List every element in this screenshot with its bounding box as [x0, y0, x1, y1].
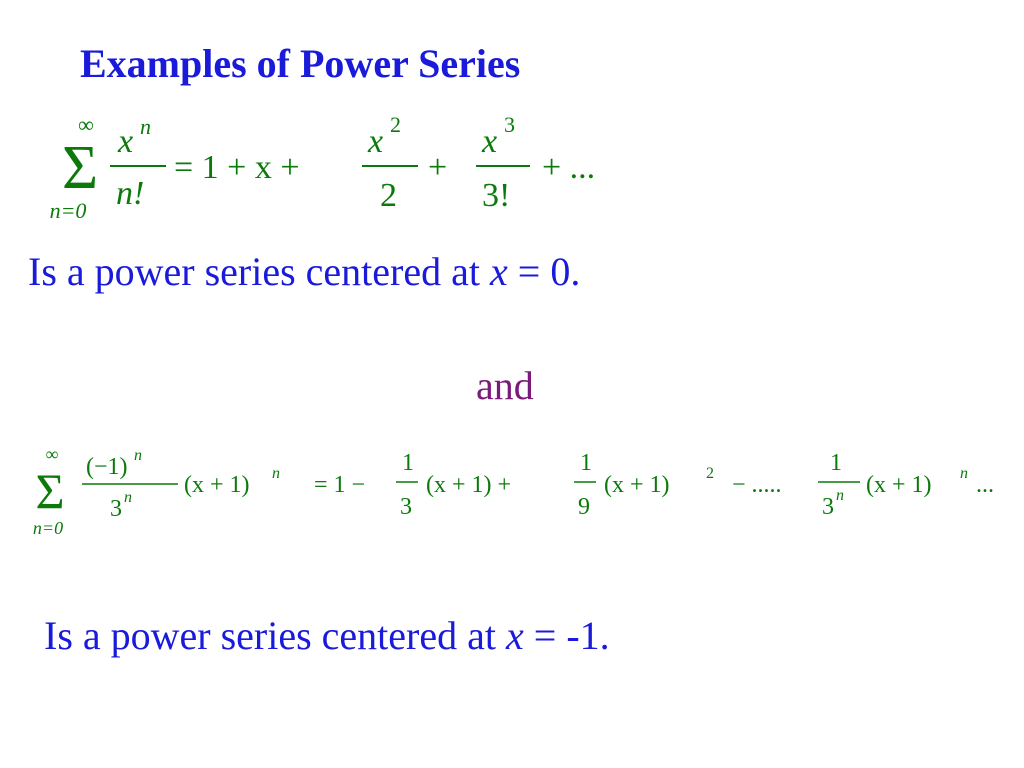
caption1-variable: x — [490, 249, 508, 294]
caption2-prefix: Is a power series centered at — [44, 613, 506, 658]
power-series-equation-1: ∞ Σ n=0 x n n! = 1 + x + x 2 2 + x 3 3! … — [30, 110, 630, 230]
coef-denominator: 3 — [110, 496, 122, 522]
caption-centered-at-zero: Is a power series centered at x = 0. — [28, 252, 580, 292]
factor2: (x + 1) + — [426, 472, 511, 498]
f1-denominator: 3 — [400, 494, 412, 520]
caption2-suffix: = -1. — [523, 613, 610, 658]
factor4: (x + 1) — [866, 472, 932, 498]
factor4-exponent: n — [960, 465, 968, 482]
caption1-prefix: Is a power series centered at — [28, 249, 490, 294]
sum-lower-limit: n=0 — [50, 198, 87, 223]
f1-numerator: 1 — [402, 450, 414, 476]
coef-fraction: (−1) n 3 n — [82, 447, 178, 522]
fraction-x2-over-2: x 2 2 — [362, 112, 418, 214]
fraction-x3-over-3fact: x 3 3! — [476, 112, 530, 214]
f3-denominator: 3 — [822, 494, 834, 520]
series1-tail: + ... — [542, 149, 595, 186]
caption-centered-at-minus-one: Is a power series centered at x = -1. — [44, 616, 610, 656]
sum2-lower-limit: n=0 — [33, 518, 63, 538]
dots: − ..... — [732, 472, 782, 498]
fraction-one-ninth: 1 9 — [574, 450, 596, 520]
sum-upper-limit: ∞ — [78, 112, 94, 137]
frac3-numerator-exponent: 3 — [504, 112, 515, 137]
factor1: (x + 1) — [184, 472, 250, 498]
fraction-xn-over-nfact: x n n! — [110, 114, 166, 212]
fraction-one-third: 1 3 — [396, 450, 418, 520]
caption2-variable: x — [506, 613, 524, 658]
middle-plus: + — [428, 149, 447, 186]
eq-one-minus: = 1 − — [314, 472, 365, 498]
frac3-denominator: 3! — [482, 177, 510, 214]
rhs-start: = 1 + x + — [174, 149, 300, 186]
f2-denominator: 9 — [578, 494, 590, 520]
page-title: Examples of Power Series — [80, 41, 521, 86]
fraction-one-over-3n: 1 3 n — [818, 450, 860, 520]
term-numerator: x — [117, 123, 133, 160]
coef-denominator-exponent: n — [124, 489, 132, 506]
f2-numerator: 1 — [580, 450, 592, 476]
coef-numerator: (−1) — [86, 454, 128, 480]
frac2-numerator: x — [367, 123, 383, 160]
frac2-numerator-exponent: 2 — [390, 112, 401, 137]
factor1-exponent: n — [272, 465, 280, 482]
coef-numerator-exponent: n — [134, 447, 142, 464]
summation-1: ∞ Σ n=0 — [50, 112, 98, 223]
caption1-suffix: = 0. — [507, 249, 581, 294]
factor3-exponent: 2 — [706, 465, 714, 482]
connector-and: and — [476, 363, 534, 408]
factor3: (x + 1) — [604, 472, 670, 498]
term-denominator: n! — [116, 175, 144, 212]
sum2-upper-limit: ∞ — [46, 444, 59, 464]
frac3-numerator: x — [481, 123, 497, 160]
sigma-symbol: Σ — [62, 134, 98, 202]
power-series-equation-2: ∞ Σ n=0 (−1) n 3 n (x + 1) n = 1 − 1 3 (… — [22, 442, 1022, 542]
summation-2: ∞ Σ n=0 — [33, 444, 65, 538]
f3-denominator-exponent: n — [836, 487, 844, 504]
sigma2-symbol: Σ — [35, 463, 64, 519]
f3-numerator: 1 — [830, 450, 842, 476]
frac2-denominator: 2 — [380, 177, 397, 214]
series2-tail: ... — [976, 472, 994, 498]
term-numerator-exponent: n — [140, 114, 151, 139]
